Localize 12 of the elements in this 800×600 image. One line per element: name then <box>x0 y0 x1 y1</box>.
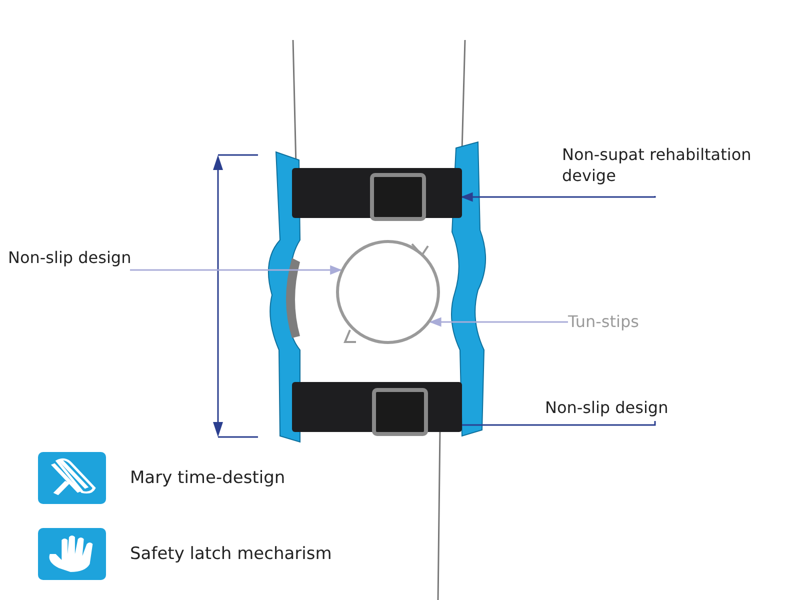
legend-label: Safety latch mecharism <box>130 544 332 564</box>
leader-arrow <box>429 317 568 327</box>
leader-arrow <box>130 265 342 275</box>
callout-label: Non-slip design <box>545 397 735 421</box>
callout-label: Tun-stips <box>568 311 678 334</box>
leader-arrow <box>460 192 656 202</box>
legend-label: Mary time-destign <box>130 468 286 488</box>
leader-line <box>462 421 656 426</box>
callout-label: Non-slip design <box>8 247 188 270</box>
callout-label: Non-supat rehabiltation devige <box>562 144 792 196</box>
strap <box>292 168 462 218</box>
hinge-ring <box>336 240 440 344</box>
